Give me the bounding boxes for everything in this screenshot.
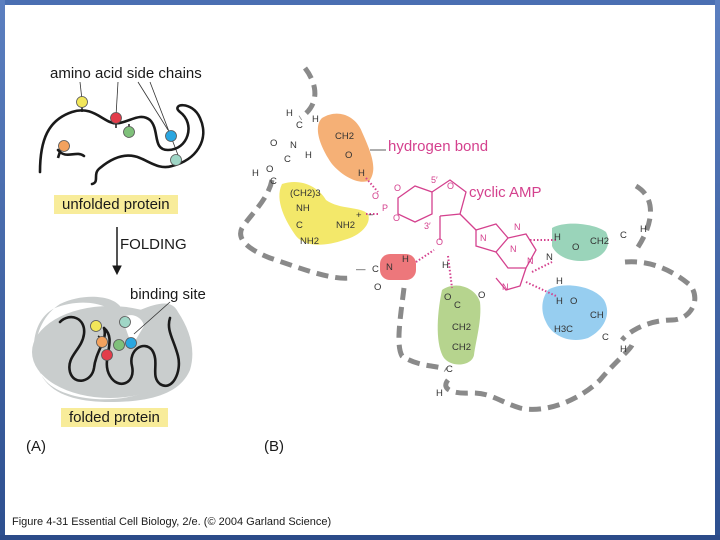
svg-text:N: N: [480, 233, 487, 243]
svg-text:CH2: CH2: [452, 342, 471, 353]
svg-text:C: C: [446, 364, 453, 375]
svg-text:N: N: [510, 244, 517, 254]
svg-text:H: H: [554, 232, 561, 243]
svg-text:CH2: CH2: [452, 322, 471, 333]
green-side-chain-left: [437, 285, 481, 365]
svg-text:H: H: [402, 254, 409, 265]
svg-text:O: O: [372, 191, 379, 201]
figure-drawing: O P O O 5′ 3′ O O N N N N N H C H: [32, 66, 698, 412]
teal-side-chain: [552, 223, 609, 262]
figure-caption: Figure 4-31 Essential Cell Biology, 2/e.…: [12, 516, 332, 528]
svg-text:H: H: [436, 388, 443, 399]
backbone-dashes: [238, 66, 698, 412]
svg-text:NH2: NH2: [300, 236, 319, 247]
svg-text:NH: NH: [296, 203, 310, 214]
svg-text:H: H: [640, 224, 647, 235]
svg-text:O: O: [394, 183, 401, 193]
svg-text:H3C: H3C: [554, 324, 573, 335]
svg-text:O: O: [572, 242, 579, 253]
cyclic-amp-text: O P O O 5′ 3′ O O N N N N N: [372, 175, 534, 292]
svg-text:C: C: [284, 154, 291, 165]
svg-text:O: O: [436, 237, 443, 247]
hydrogen-bond-hatches: [365, 177, 557, 297]
folded-chain: [58, 315, 181, 388]
svg-text:H: H: [556, 276, 563, 287]
svg-text:N: N: [386, 262, 393, 273]
cyclic-amp-molecule: [397, 179, 537, 291]
unfolded-protein-label: unfolded protein: [54, 195, 178, 214]
orange-side-chain: [317, 113, 374, 182]
svg-text:C: C: [296, 120, 303, 131]
svg-text:CH: CH: [590, 310, 604, 321]
svg-text:N: N: [527, 256, 534, 266]
svg-text:H: H: [556, 296, 563, 307]
svg-text:C: C: [296, 220, 303, 231]
svg-text:C: C: [620, 230, 627, 241]
folded-side-chains: [90, 316, 137, 361]
svg-text:C: C: [270, 176, 277, 187]
svg-text:NH2: NH2: [336, 220, 355, 231]
unfolded-side-chains: [58, 96, 182, 166]
frame-right: [715, 0, 720, 540]
svg-text:3′: 3′: [424, 221, 431, 231]
svg-text:C: C: [372, 264, 379, 275]
svg-text:O: O: [393, 213, 400, 223]
svg-text:CH2: CH2: [335, 131, 354, 142]
svg-text:H: H: [252, 168, 259, 179]
svg-text:O: O: [266, 164, 273, 175]
blue-side-chain: [542, 285, 608, 341]
svg-text:O: O: [570, 296, 577, 307]
svg-text:+: +: [356, 210, 362, 221]
chemistry-labels: H C H CH2 N O H O H C O H C (CH2)3 NH C …: [252, 108, 647, 399]
svg-text:O: O: [374, 282, 381, 293]
svg-text:—: —: [356, 264, 366, 275]
svg-text:H: H: [312, 114, 319, 125]
svg-text:C: C: [602, 332, 609, 343]
panel-a-label: (A): [26, 438, 46, 455]
svg-text:H: H: [286, 108, 293, 119]
svg-text:H: H: [305, 150, 312, 161]
yellow-side-chain: [279, 181, 369, 245]
binding-site-label: binding site: [130, 286, 206, 303]
svg-text:P: P: [382, 203, 388, 213]
svg-text:N: N: [514, 222, 521, 232]
svg-text:O: O: [478, 290, 485, 301]
svg-text:H: H: [358, 168, 365, 179]
svg-text:O: O: [270, 138, 277, 149]
svg-text:H: H: [442, 260, 449, 271]
svg-text:C: C: [454, 300, 461, 311]
svg-text:N: N: [546, 252, 553, 263]
svg-text:O: O: [447, 181, 454, 191]
svg-text:N: N: [502, 282, 509, 292]
svg-text:O: O: [345, 150, 352, 161]
svg-text:N: N: [290, 140, 297, 151]
folding-arrow: [112, 227, 122, 276]
svg-text:5′: 5′: [431, 175, 438, 185]
binding-site-pointer: [133, 301, 171, 335]
side-chain-pointers: [79, 81, 179, 156]
svg-text:O: O: [444, 292, 451, 303]
folded-protein-label: folded protein: [61, 408, 168, 427]
side-chains-label: amino acid side chains: [50, 65, 202, 82]
folding-label: FOLDING: [120, 236, 187, 253]
hydrogen-bond-label: hydrogen bond: [388, 138, 489, 155]
svg-text:CH2: CH2: [590, 236, 609, 247]
frame-bottom: [0, 535, 720, 540]
frame-left: [0, 0, 5, 540]
svg-text:(CH2)3: (CH2)3: [290, 188, 321, 199]
frame-top: [0, 0, 720, 5]
panel-b-label: (B): [264, 438, 284, 455]
red-side-chain: [380, 254, 416, 280]
svg-text:−: −: [368, 210, 374, 221]
slide-canvas: O P O O 5′ 3′ O O N N N N N H C H: [5, 5, 715, 535]
cyclic-amp-label: cyclic AMP: [469, 184, 542, 201]
svg-text:H: H: [620, 344, 627, 355]
